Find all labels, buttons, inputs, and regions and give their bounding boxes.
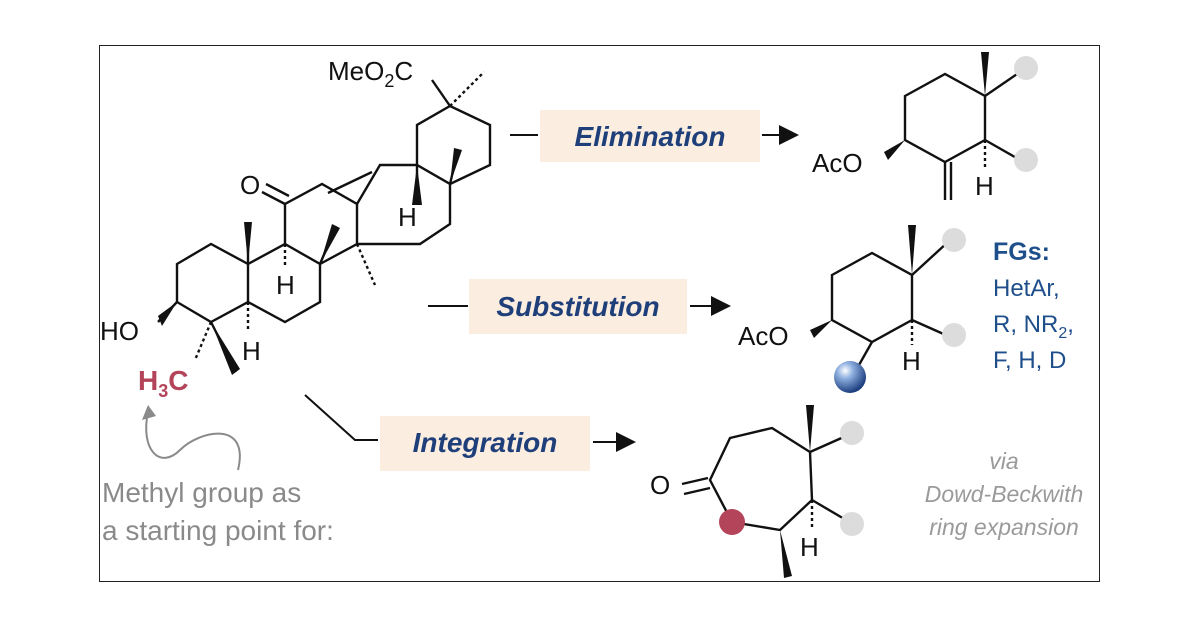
substitution-label-box [469,279,687,334]
substitution-label: Substitution [496,291,659,322]
lactone-o-label: O [650,470,670,500]
c14-methyl [355,243,377,286]
ketone-o-label: O [240,170,260,200]
ring-e [415,104,492,186]
elimination-wedges [884,52,989,160]
ketone-bond [261,190,286,206]
placeholder-sphere [840,421,864,445]
ring-d [355,163,452,246]
substitution-product [830,241,949,373]
elim-h-label: H [975,171,994,201]
elimination-label-box [540,110,760,162]
ring-b [247,242,322,324]
methyl-highlight-label: H3C [138,365,188,401]
aco-label-1: AcO [812,148,863,178]
integration-arrow-tail [304,394,378,441]
placeholder-sphere [840,512,864,536]
via-line-2: Dowd-Beckwith [925,481,1084,507]
fgs-line-1: HetAr, [993,275,1060,302]
placeholder-sphere [1014,148,1038,172]
ketone-bond-2 [265,182,290,198]
integration-label-box [380,416,590,471]
functional-group-sphere [834,361,866,393]
caption-line-2: a starting point for: [102,515,334,546]
fgs-title: FGs: [993,238,1050,266]
aco-label-2: AcO [738,321,789,351]
inserted-carbon-dot [719,509,745,535]
integration-wedges [780,405,814,578]
c18-h-label: H [398,202,417,232]
fgs-line-2: R, NR2, [993,311,1074,342]
via-line-1: via [989,448,1018,474]
c4-methyl-hash [193,321,213,361]
c5-h-label: H [242,336,261,366]
integration-product [681,426,847,532]
via-line-3: ring expansion [929,514,1079,540]
substitution-wedges [810,225,916,338]
elimination-product [903,71,1021,200]
ring-a [175,242,250,324]
integration-label: Integration [413,427,558,458]
ring-c [283,182,359,266]
caption-line-1: Methyl group as [102,477,301,508]
curly-arrow [145,411,241,471]
hydroxyl-label: HO [100,316,139,346]
c9-h-label: H [276,270,295,300]
c20-to-ester [431,79,451,107]
figure-frame [99,45,1100,582]
fgs-line-3: F, H, D [993,347,1066,374]
curly-arrow-head [142,405,156,420]
c20-methyl-hash [449,71,485,107]
starting-molecule [157,71,492,373]
int-h-label: H [800,532,819,562]
placeholder-sphere [942,228,966,252]
placeholder-sphere [942,323,966,347]
sub-h-label: H [902,346,921,376]
wedges-start [158,148,462,375]
elimination-label: Elimination [575,121,726,152]
placeholder-sphere [1014,56,1038,80]
ester-label: MeO2C [328,56,413,91]
alkene-c12-c13 [327,170,373,195]
